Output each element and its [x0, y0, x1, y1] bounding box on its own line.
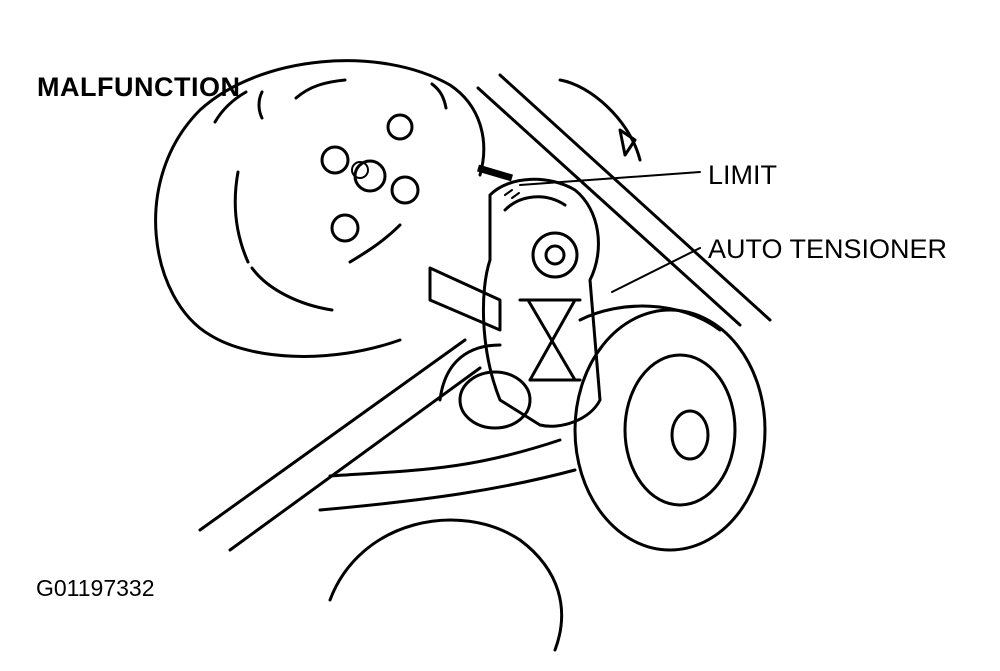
crank-pulley [154, 59, 486, 358]
auto-tensioner [428, 164, 602, 430]
lower-pulley [328, 518, 563, 652]
figure-id: G01197332 [36, 575, 155, 601]
limit-label: LIMIT [708, 160, 778, 190]
auto-tensioner-label: AUTO TENSIONER [708, 234, 948, 264]
limit-leader-line [519, 171, 701, 186]
idler-pulley [573, 304, 767, 552]
engine-bracket [558, 78, 642, 162]
auto-tensioner-leader-line [611, 247, 701, 293]
diagram-title: MALFUNCTION [37, 72, 241, 102]
drive-belt [198, 73, 772, 552]
